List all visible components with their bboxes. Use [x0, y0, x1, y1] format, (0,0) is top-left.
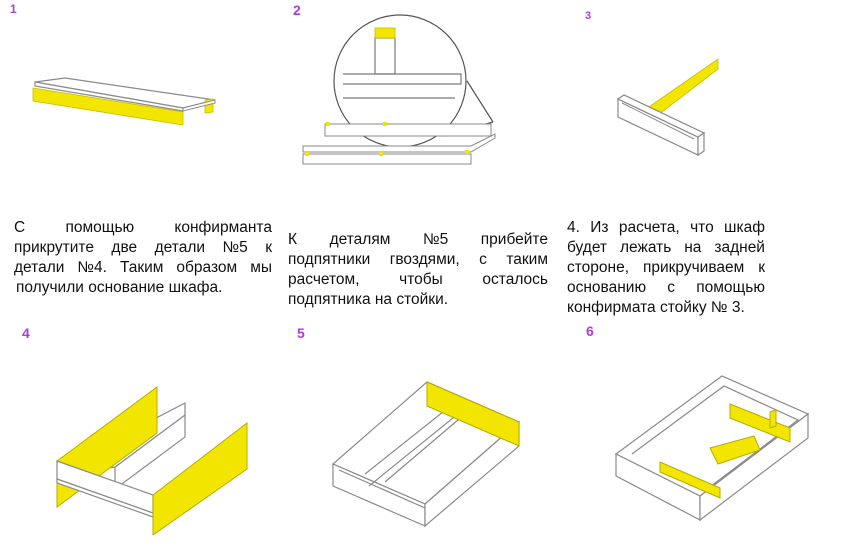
- yellow-rail-front: [32, 87, 184, 126]
- caption-3-line-5: конфирмата стойку № 3.: [567, 299, 745, 316]
- caption-2-line-2: подпятники гвоздями, с таким: [288, 251, 548, 268]
- yellow-foot-cap: [374, 27, 396, 39]
- yellow-wall-right: [152, 421, 248, 535]
- caption-step-2: К деталям №5 прибейте подпятники гвоздям…: [288, 230, 548, 310]
- base-assembly-diagram: [32, 77, 216, 126]
- step-number-5: 5: [297, 325, 305, 341]
- yellow-shelf-mid: [709, 435, 761, 465]
- step-number-2: 2: [293, 2, 301, 18]
- yellow-shelf-front: [659, 461, 721, 499]
- caption-2-line-4: подпятника на стойки.: [288, 291, 449, 308]
- yellow-post: [645, 58, 719, 116]
- caption-1-line-3: детали №4. Таким образом мы: [14, 259, 272, 276]
- step-number-1: 1: [10, 2, 17, 16]
- step-number-4: 4: [22, 325, 30, 341]
- yellow-divider: [769, 409, 777, 429]
- caption-1-line-4: получили основание шкафа.: [16, 279, 223, 296]
- caption-2-line-1: К деталям №5 прибейте: [288, 231, 548, 248]
- caption-3-line-3: стороне, прикручиваем к: [567, 259, 765, 276]
- side-walls-diagram: [56, 386, 248, 535]
- caption-1-line-2: прикрутите две детали №5 к: [14, 239, 272, 256]
- post-attachment-diagram: [616, 58, 719, 157]
- caption-2-line-3: расчетом, чтобы осталось: [288, 271, 548, 288]
- caption-3-line-1: 4. Из расчета, что шкаф: [567, 219, 765, 236]
- step-number-3: 3: [585, 10, 592, 22]
- caption-3-line-4: основанию с помощью: [567, 279, 765, 296]
- caption-1-line-1: С помощью конфирманта: [14, 219, 272, 236]
- caption-3-line-2: будет лежать на задней: [567, 239, 765, 256]
- foot-post: [374, 37, 396, 75]
- caption-step-1: С помощью конфирманта прикрутите две дет…: [14, 218, 272, 298]
- caption-step-3: 4. Из расчета, что шкаф будет лежать на …: [567, 218, 765, 318]
- shelves-diagram: [614, 375, 810, 522]
- foot-nailing-diagram: [302, 14, 496, 165]
- step-number-6: 6: [586, 323, 594, 339]
- back-wall-diagram: [331, 381, 521, 528]
